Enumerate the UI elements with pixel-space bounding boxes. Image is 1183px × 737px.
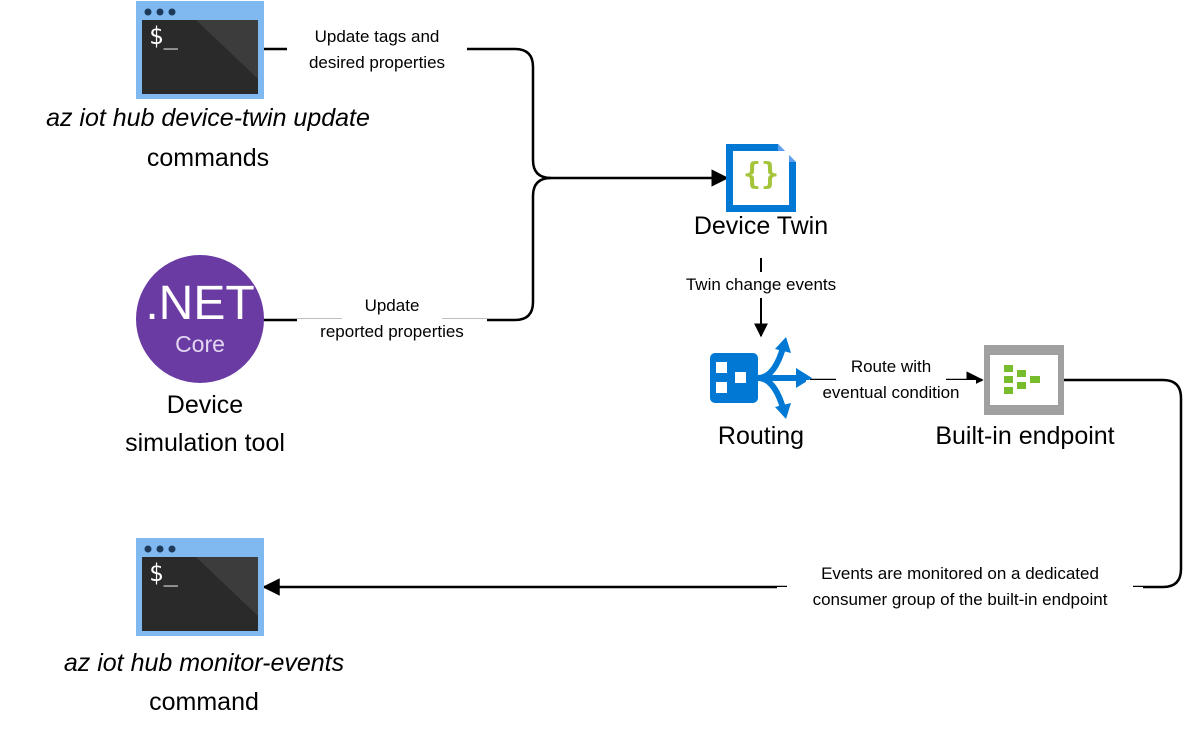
edge-label-route-line1: Route with [836,354,946,380]
json-glyph: {} [742,157,780,192]
builtin-endpoint-caption: Built-in endpoint [935,422,1115,450]
edge-label-twin-change: Twin change events [666,272,856,298]
edge-label-update-reported-line2: reported properties [297,319,487,345]
terminal-prompt: $_ [149,559,178,587]
json-document-icon [726,144,796,212]
connector-update-desired [262,47,729,187]
routing-caption: Routing [717,422,805,450]
dotnet-logo-subtext: Core [175,331,225,357]
edge-label-update-reported-line1: Update [342,293,442,319]
terminal-icon [136,538,264,636]
routing-icon [710,337,812,419]
cli-update-caption-line1: az iot hub device-twin update [46,104,370,132]
edge-label-update-desired-line2: desired properties [287,50,467,76]
sim-tool-caption-line1: Device [166,391,244,419]
sim-tool-caption-line2: simulation tool [125,429,285,457]
edge-label-route-line2: eventual condition [806,380,976,406]
event-hub-icon [984,345,1064,415]
cli-monitor-caption-line1: az iot hub monitor-events [63,649,345,677]
dotnet-core-icon [136,255,264,383]
terminal-icon [136,1,264,99]
connector-monitor [262,378,1183,596]
edge-label-monitor-line1: Events are monitored on a dedicated [787,561,1133,587]
dotnet-logo-text: .NET [145,277,255,330]
device-twin-caption: Device Twin [693,212,829,240]
edge-label-monitor-line2: consumer group of the built-in endpoint [777,587,1143,613]
cli-monitor-caption-line2: command [149,688,259,716]
connector-update-reported [262,176,552,322]
edge-label-update-desired-line1: Update tags and [287,24,467,50]
cli-update-caption-line2: commands [146,144,270,172]
terminal-prompt: $_ [149,22,178,50]
